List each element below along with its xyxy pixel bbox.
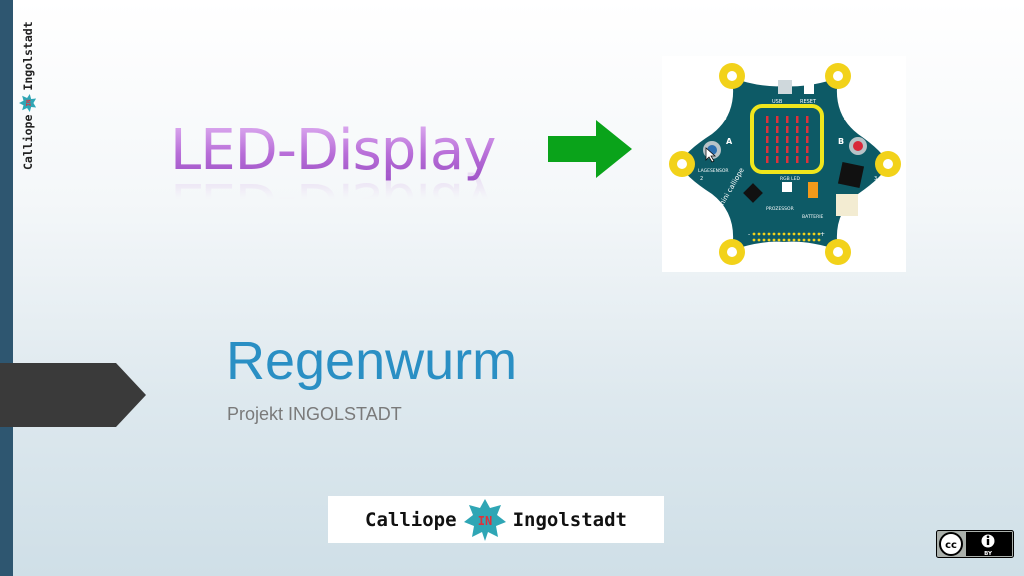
slide-title: Regenwurm [226, 331, 518, 391]
pin-3-label: 3 [874, 176, 877, 182]
calliope-star-icon: IN [19, 93, 37, 112]
pin-dot [802, 232, 806, 236]
pin-dot [757, 232, 761, 236]
sidebar-logo: Calliope IN Ingolstadt [15, 6, 41, 170]
led-dot [796, 156, 799, 163]
pin-dot [787, 238, 791, 242]
pin-dot [777, 238, 781, 242]
led-dot [796, 126, 799, 133]
pin-plus-label: + [820, 231, 825, 238]
pin-dot [757, 238, 761, 242]
calliope-ingolstadt-logo: Calliope IN Ingolstadt [328, 496, 664, 543]
pin-2-label: 2 [700, 176, 703, 182]
led-dot [786, 136, 789, 143]
reset-label: RESET [800, 99, 817, 105]
led-dot [806, 146, 809, 153]
pin-dot [782, 238, 786, 242]
led-dot [776, 126, 779, 133]
led-dot [766, 116, 769, 123]
pin-dot [782, 232, 786, 236]
pin-dot [752, 238, 756, 242]
usb-label: USB [772, 99, 783, 105]
led-dot [806, 126, 809, 133]
led-dot [796, 116, 799, 123]
calliope-board-image: USB RESET A0 A1 A B LAGESENSOR RGB LED P… [662, 56, 906, 272]
pin-dot [807, 232, 811, 236]
pin-dot [772, 232, 776, 236]
pin-dot [812, 238, 816, 242]
sidebar-star-letters: IN [26, 99, 32, 107]
pin-dot [772, 238, 776, 242]
slide-subtitle: Projekt INGOLSTADT [227, 404, 402, 424]
led-dot [776, 146, 779, 153]
led-dot [786, 156, 789, 163]
led-dot [786, 126, 789, 133]
led-matrix [766, 116, 809, 163]
pin-dot [812, 232, 816, 236]
side-accent-bar [0, 0, 13, 576]
led-dot [766, 156, 769, 163]
pin-minus-label: - [748, 231, 750, 238]
attribution-icon [986, 539, 990, 545]
footer-logo-left-text: Calliope [365, 508, 457, 531]
prozessor-label: PROZESSOR [766, 206, 794, 212]
footer-star-letters: IN [477, 514, 491, 528]
led-dot [766, 136, 769, 143]
led-dot [776, 156, 779, 163]
pin-dot [777, 232, 781, 236]
pin-dot [762, 232, 766, 236]
pin-dot [767, 232, 771, 236]
pin-dot [817, 232, 821, 236]
led-dot [796, 136, 799, 143]
pin-dot [797, 238, 801, 242]
pointer-shape [0, 363, 146, 427]
cc-icon: cc [945, 540, 957, 551]
button-a-label: A [726, 137, 733, 146]
sidebar-logo-right-text: Ingolstadt [21, 21, 35, 91]
led-dot [766, 146, 769, 153]
cursor-icon [705, 147, 717, 163]
calliope-star-icon: IN [463, 498, 506, 541]
button-b-label: B [838, 137, 844, 146]
a0-label: A0 [720, 116, 727, 122]
pin-dot [752, 232, 756, 236]
batterie-label: BATTERIE [802, 214, 824, 220]
led-dot [806, 136, 809, 143]
license-by-label: BY [984, 551, 993, 557]
pin-dot [792, 238, 796, 242]
led-dot [806, 116, 809, 123]
pin-header [752, 232, 821, 242]
rgb-led-label: RGB LED [780, 176, 800, 182]
pin-dot [807, 238, 811, 242]
led-display-heading-reflection: LED-Display [170, 170, 496, 235]
led-dot [796, 146, 799, 153]
led-dot [806, 156, 809, 163]
pin-dot [797, 232, 801, 236]
led-display-heading: LED-Display [170, 118, 496, 183]
pin-dot [762, 238, 766, 242]
led-dot [786, 146, 789, 153]
green-arrow-icon [548, 120, 632, 178]
calliope-board-illustration: USB RESET A0 A1 A B LAGESENSOR RGB LED P… [669, 63, 901, 265]
led-dot [786, 116, 789, 123]
pin-dot [787, 232, 791, 236]
sidebar-logo-left-text: Calliope [21, 114, 35, 170]
cc-by-license-badge: cc BY [936, 530, 1014, 558]
led-dot [776, 116, 779, 123]
led-dot [776, 136, 779, 143]
pin-dot [767, 238, 771, 242]
pin-dot [817, 238, 821, 242]
footer-logo-right-text: Ingolstadt [512, 508, 627, 531]
a1-label: A1 [844, 116, 851, 122]
lagesensor-label: LAGESENSOR [698, 168, 729, 174]
led-dot [766, 126, 769, 133]
pin-dot [802, 238, 806, 242]
pin-dot [792, 232, 796, 236]
